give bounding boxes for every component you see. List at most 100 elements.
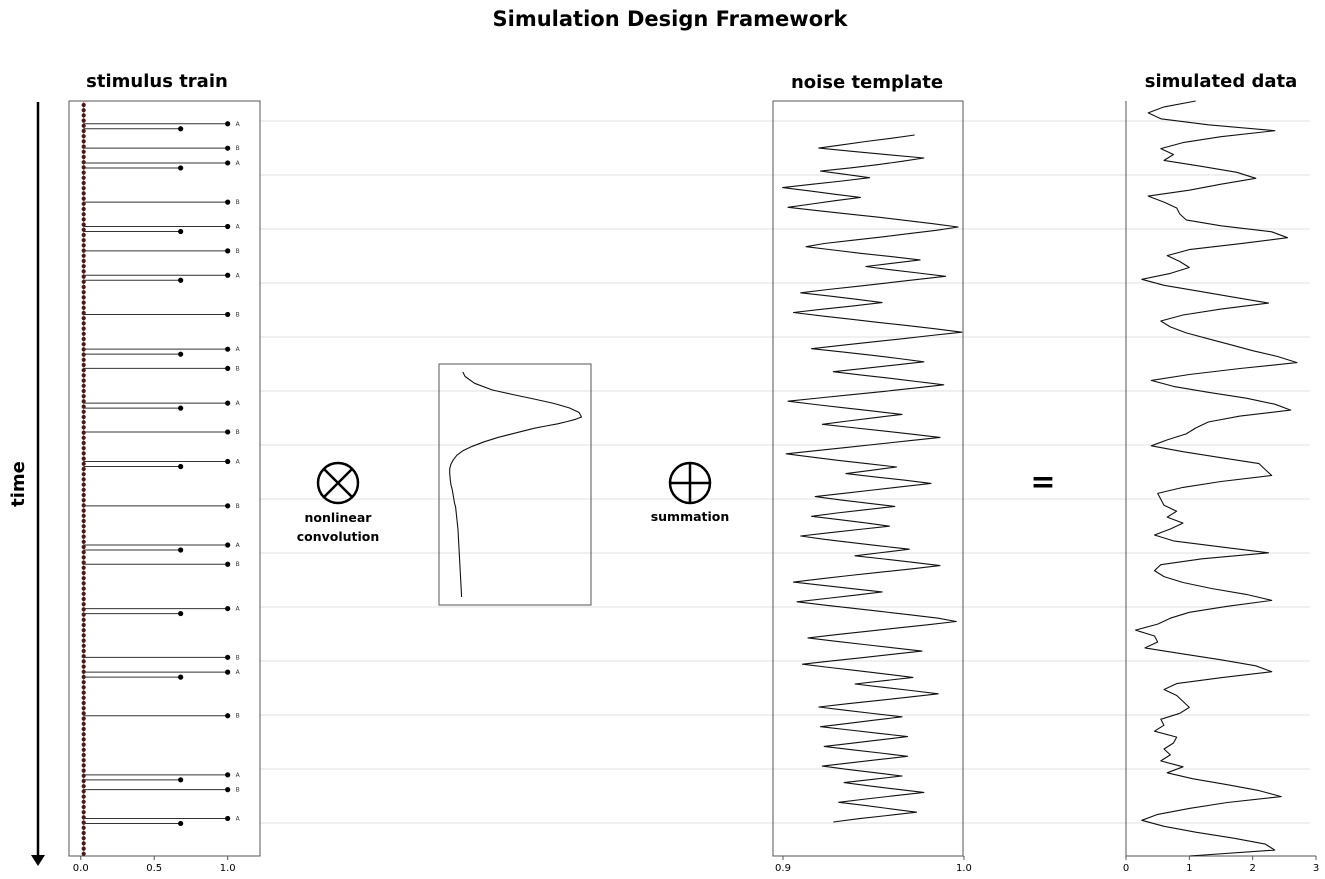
baseline-point [81,565,86,570]
baseline-point [81,326,86,331]
stimulus-marker [225,272,231,278]
baseline-point [81,342,86,347]
baseline-point [81,586,86,591]
baseline-point [81,399,86,404]
baseline-point [81,222,86,227]
convolution-label-line1: nonlinear [305,510,373,525]
stimulus-label: B [236,311,240,318]
baseline-point [81,851,86,856]
baseline-point [81,258,86,264]
baseline-point [81,763,86,768]
baseline-point [81,482,86,487]
noise-trace [782,134,963,823]
baseline-point [81,664,86,669]
stimulus-marker [225,199,231,205]
baseline-point [81,446,86,451]
baseline-point [81,425,86,430]
baseline-point [81,508,86,513]
baseline-point [81,253,86,258]
baseline-point [81,331,86,336]
stimulus-label: B [236,503,240,510]
baseline-point [81,648,86,654]
baseline-point [81,128,86,134]
simulated-trace [1134,100,1298,857]
stimulus-marker [178,674,184,680]
baseline-point [81,170,86,175]
stimulus-label: A [236,272,241,279]
stimulus-marker [225,713,231,719]
convolution-label-line2: convolution [297,529,380,544]
baseline-point [81,180,86,186]
baseline-point [81,810,86,815]
baseline-point [81,113,86,118]
baseline-point [81,492,86,498]
simulated-tick-label: 1 [1186,863,1192,874]
baseline-point [81,529,86,534]
baseline-point [81,414,86,420]
baseline-point [81,201,86,206]
stimulus-label: A [236,459,241,466]
stimulus-label: B [236,713,240,720]
stimulus-marker [178,351,184,357]
baseline-point [81,659,86,664]
baseline-point [81,581,86,586]
stimulus-marker [225,605,231,612]
summation-operator: summation [651,461,729,524]
baseline-point [81,295,86,300]
baseline-point [81,700,86,706]
baseline-point [81,617,86,622]
stimulus-tick-label: 0.0 [73,863,89,874]
figure-title: Simulation Design Framework [493,7,849,31]
stimulus-marker [225,458,231,465]
baseline-point [81,555,86,560]
stimulus-marker [178,547,184,553]
baseline-point [81,430,86,435]
baseline-point [81,726,86,732]
stimulus-marker [225,248,231,254]
stimulus-tick-label: 0.5 [146,863,162,874]
baseline-point [81,685,86,690]
stimulus-label: B [236,429,240,436]
baseline-point [81,102,86,108]
stimulus-marker [178,777,184,783]
baseline-point [81,232,86,238]
stimulus-marker [225,121,231,127]
baseline-point [81,440,86,446]
baseline-point [81,383,86,388]
stimulus-marker [225,669,231,675]
baseline-point [81,196,86,201]
baseline-point [81,799,86,804]
baseline-point [81,284,86,290]
stimulus-marker [225,772,231,778]
simulated-data-title: simulated data [1145,71,1298,92]
convolution-operator: nonlinear convolution [297,461,380,544]
stimulus-label: A [236,815,241,822]
baseline-point [81,804,86,810]
baseline-point [81,123,86,128]
stimulus-marker [225,346,231,352]
stimulus-marker [225,160,231,166]
noise-template-frame [772,100,964,857]
baseline-point [81,456,86,461]
baseline-point [81,711,86,716]
baseline-point [81,841,86,846]
stimulus-marker [178,820,184,827]
baseline-point [81,716,86,721]
baseline-point [81,227,86,232]
baseline-point [81,742,86,747]
baseline-point [81,357,86,362]
baseline-point [81,680,86,685]
baseline-point [81,466,86,472]
baseline-point [81,378,86,383]
baseline-point [81,794,86,799]
baseline-point [81,836,86,841]
time-axis: time [8,102,45,866]
baseline-point [81,534,86,539]
stimulus-marker [178,610,184,617]
stimulus-label: B [236,654,240,661]
baseline-point [81,472,86,477]
